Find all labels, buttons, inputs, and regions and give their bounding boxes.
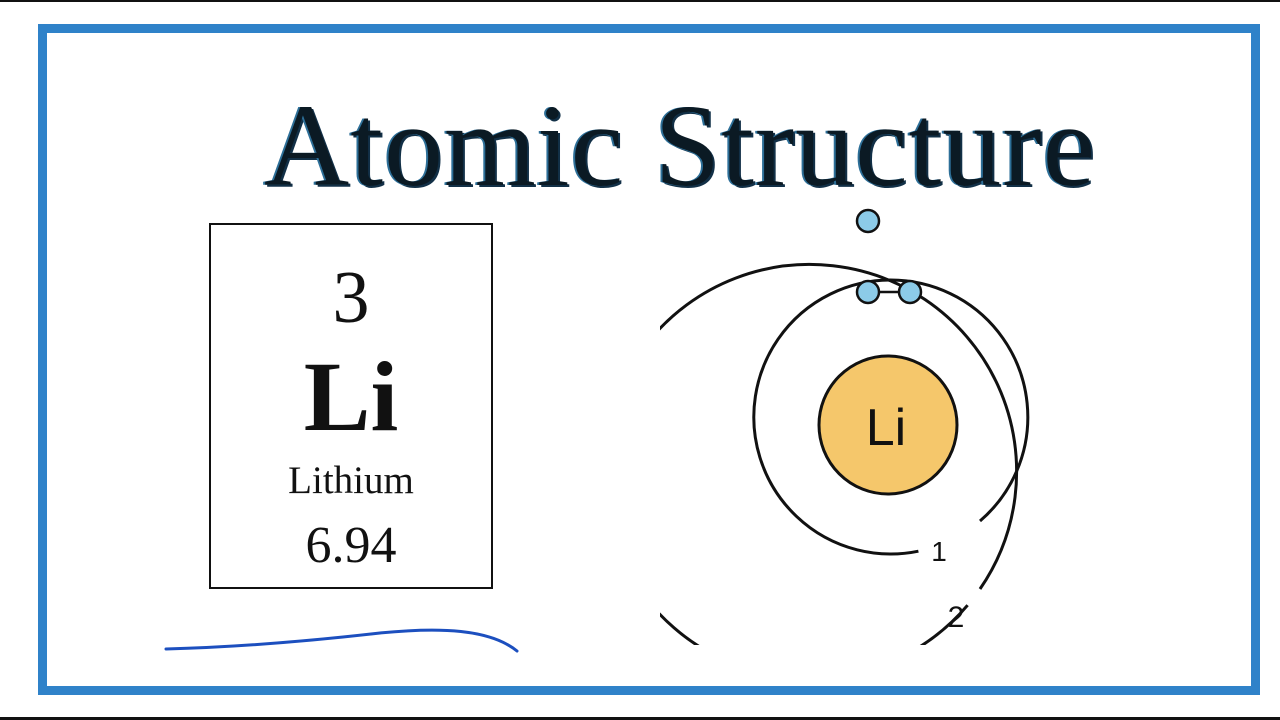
shell-1-orbit <box>752 278 1030 556</box>
electron-shell-1 <box>897 279 923 305</box>
shell-2-orbit <box>660 262 1019 645</box>
atomic-number: 3 <box>332 257 370 339</box>
periodic-table-tile: 3 Li Lithium 6.94 <box>209 223 493 589</box>
electron-shell-2 <box>855 208 881 234</box>
element-name: Lithium <box>288 459 414 502</box>
shell-2-label: 2 <box>948 601 965 634</box>
element-symbol: Li <box>303 341 399 452</box>
page-title: Atomic Structure <box>264 80 1096 211</box>
nucleus <box>817 354 959 496</box>
bottom-border-line <box>0 717 1280 720</box>
nucleus-label: Li <box>866 399 906 457</box>
shell-1-label: 1 <box>931 536 947 567</box>
hand-drawn-underline <box>164 628 519 653</box>
electron-shell-1 <box>855 279 881 305</box>
top-border-line <box>0 0 1280 2</box>
bohr-model-diagram: 2 1 Li <box>660 208 1030 645</box>
atomic-mass: 6.94 <box>305 517 397 574</box>
